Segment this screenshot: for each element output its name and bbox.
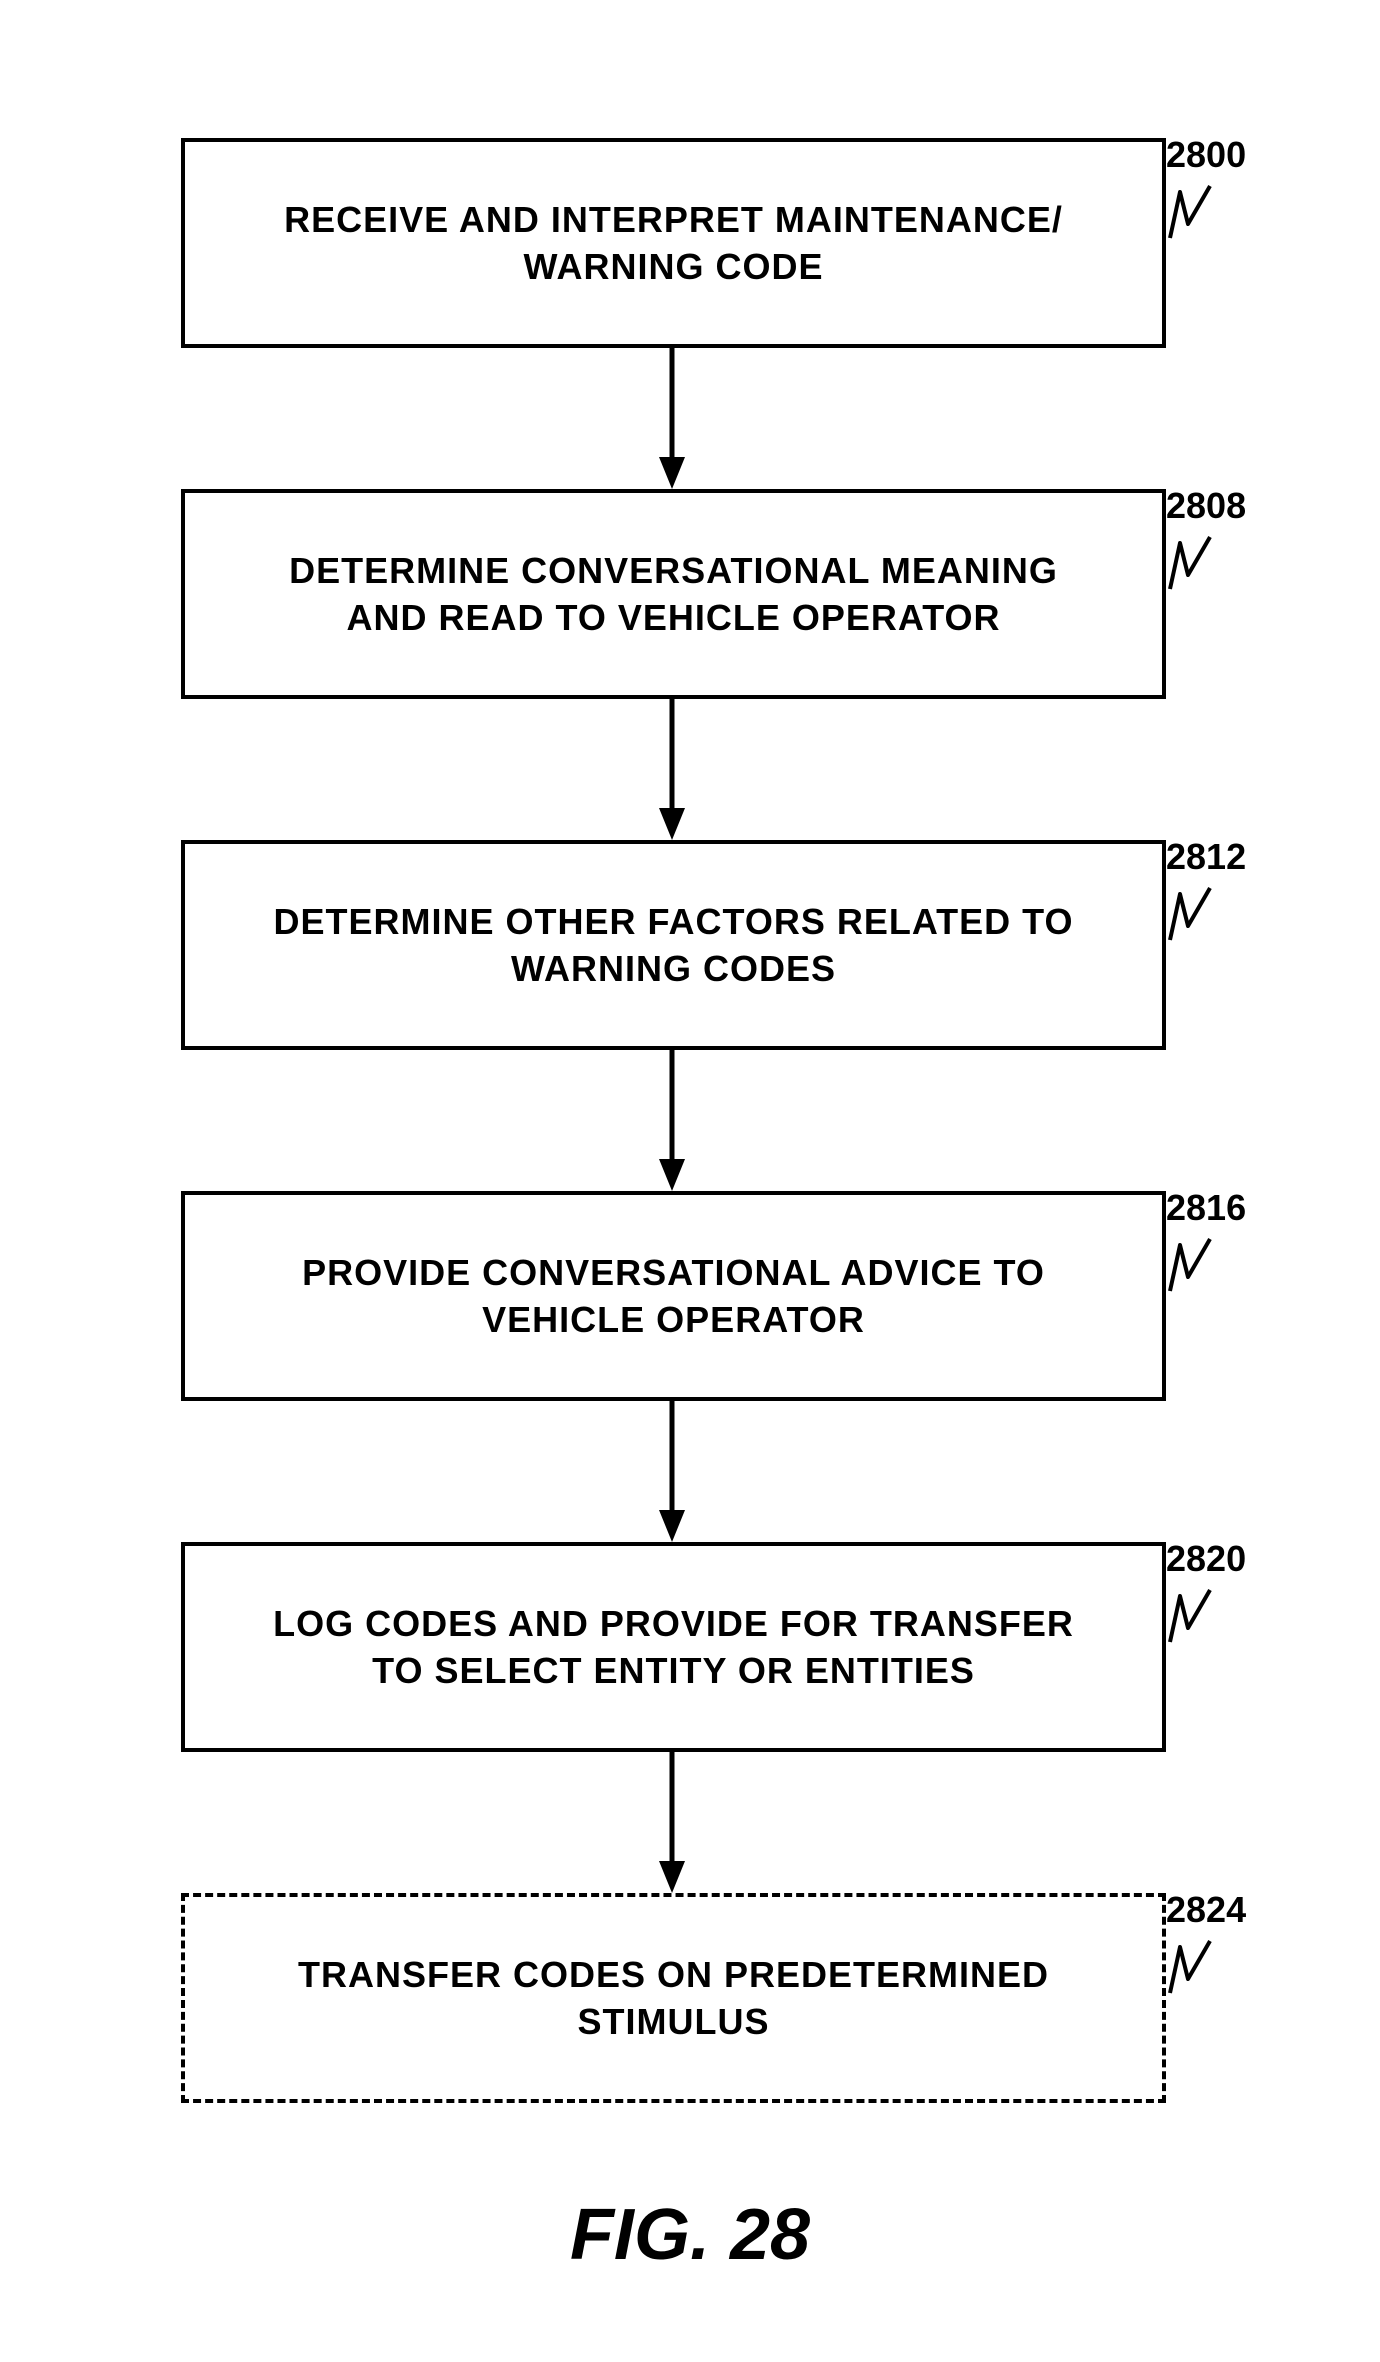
leader-squiggle-5 — [1170, 1590, 1210, 1642]
step-box-2816: PROVIDE CONVERSATIONAL ADVICE TO VEHICLE… — [181, 1191, 1166, 1401]
ref-label-2808: 2808 — [1166, 486, 1246, 526]
leader-squiggle-4 — [1170, 1239, 1210, 1291]
ref-label-2820: 2820 — [1166, 1539, 1246, 1579]
arrow-head-2 — [659, 808, 685, 840]
step-box-2820: LOG CODES AND PROVIDE FOR TRANSFER TO SE… — [181, 1542, 1166, 1752]
leader-squiggle-3 — [1170, 888, 1210, 940]
arrow-head-4 — [659, 1510, 685, 1542]
leader-squiggle-6 — [1170, 1941, 1210, 1993]
step-text-2820: LOG CODES AND PROVIDE FOR TRANSFER TO SE… — [194, 1600, 1154, 1694]
step-box-2800: RECEIVE AND INTERPRET MAINTENANCE/ WARNI… — [181, 138, 1166, 348]
step-text-2812: DETERMINE OTHER FACTORS RELATED TO WARNI… — [194, 898, 1154, 992]
step-text-2816: PROVIDE CONVERSATIONAL ADVICE TO VEHICLE… — [194, 1249, 1154, 1343]
ref-label-2812: 2812 — [1166, 837, 1246, 877]
step-text-2824: TRANSFER CODES ON PREDETERMINED STIMULUS — [194, 1951, 1154, 2045]
arrow-head-5 — [659, 1861, 685, 1893]
arrow-head-3 — [659, 1159, 685, 1191]
leader-squiggle-1 — [1170, 186, 1210, 238]
step-box-2812: DETERMINE OTHER FACTORS RELATED TO WARNI… — [181, 840, 1166, 1050]
step-text-2800: RECEIVE AND INTERPRET MAINTENANCE/ WARNI… — [194, 196, 1154, 290]
ref-label-2816: 2816 — [1166, 1188, 1246, 1228]
step-box-2824: TRANSFER CODES ON PREDETERMINED STIMULUS — [181, 1893, 1166, 2103]
ref-label-2824: 2824 — [1166, 1890, 1246, 1930]
figure-caption: FIG. 28 — [0, 2195, 1380, 2275]
step-box-2808: DETERMINE CONVERSATIONAL MEANING AND REA… — [181, 489, 1166, 699]
leader-squiggle-2 — [1170, 537, 1210, 589]
arrow-head-1 — [659, 457, 685, 489]
step-text-2808: DETERMINE CONVERSATIONAL MEANING AND REA… — [194, 547, 1154, 641]
ref-label-2800: 2800 — [1166, 135, 1246, 175]
